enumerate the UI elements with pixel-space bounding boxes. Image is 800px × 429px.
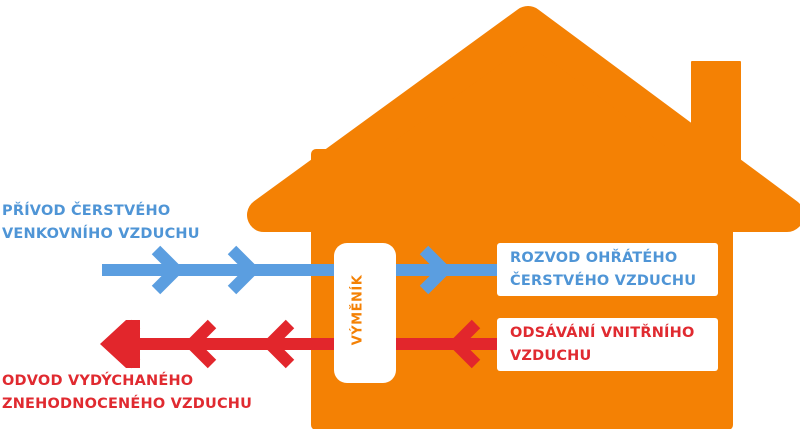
fresh-chevron-2 [227,245,261,295]
fresh-air-arrow [102,245,500,295]
indoor-extract-box [497,318,718,371]
exhaust-chevron-4 [447,319,481,369]
exhaust-chevron-3 [261,319,295,369]
exhaust-air-arrow [100,319,500,369]
indoor-extract-line-2: VZDUCHU [510,348,592,364]
heated-supply-line-2: ČERSTVÉHO VZDUCHU [510,273,697,289]
exhaust-out-line-2: ZNEHODNOCENÉHO VZDUCHU [2,396,253,412]
fresh-chevron-3 [419,245,453,295]
fresh-intake-line-1: PŘÍVOD ČERSTVÉHO [2,203,171,219]
exhaust-chevron-2 [183,319,217,369]
indoor-extract-line-1: ODSÁVÁNÍ VNITŘNÍHO [510,325,695,341]
exhaust-out-line-1: ODVOD VYDÝCHANÉHO [2,373,194,389]
fresh-intake-line-2: VENKOVNÍHO VZDUCHU [2,226,200,242]
heated-supply-label: ROZVOD OHŘÁTÉHO ČERSTVÉHO VZDUCHU [510,247,696,293]
exchanger-label: VÝMĚNÍK [350,274,366,346]
fresh-intake-label: PŘÍVOD ČERSTVÉHO VENKOVNÍHO VZDUCHU [2,200,200,246]
fresh-chevron-1 [151,245,185,295]
exhaust-out-label: ODVOD VYDÝCHANÉHO ZNEHODNOCENÉHO VZDUCHU [2,370,252,416]
indoor-extract-label: ODSÁVÁNÍ VNITŘNÍHO VZDUCHU [510,322,694,368]
heated-supply-box [497,243,718,296]
exhaust-chevron-1 [107,319,141,369]
heated-supply-line-1: ROZVOD OHŘÁTÉHO [510,250,678,266]
exchanger-box [334,243,396,383]
